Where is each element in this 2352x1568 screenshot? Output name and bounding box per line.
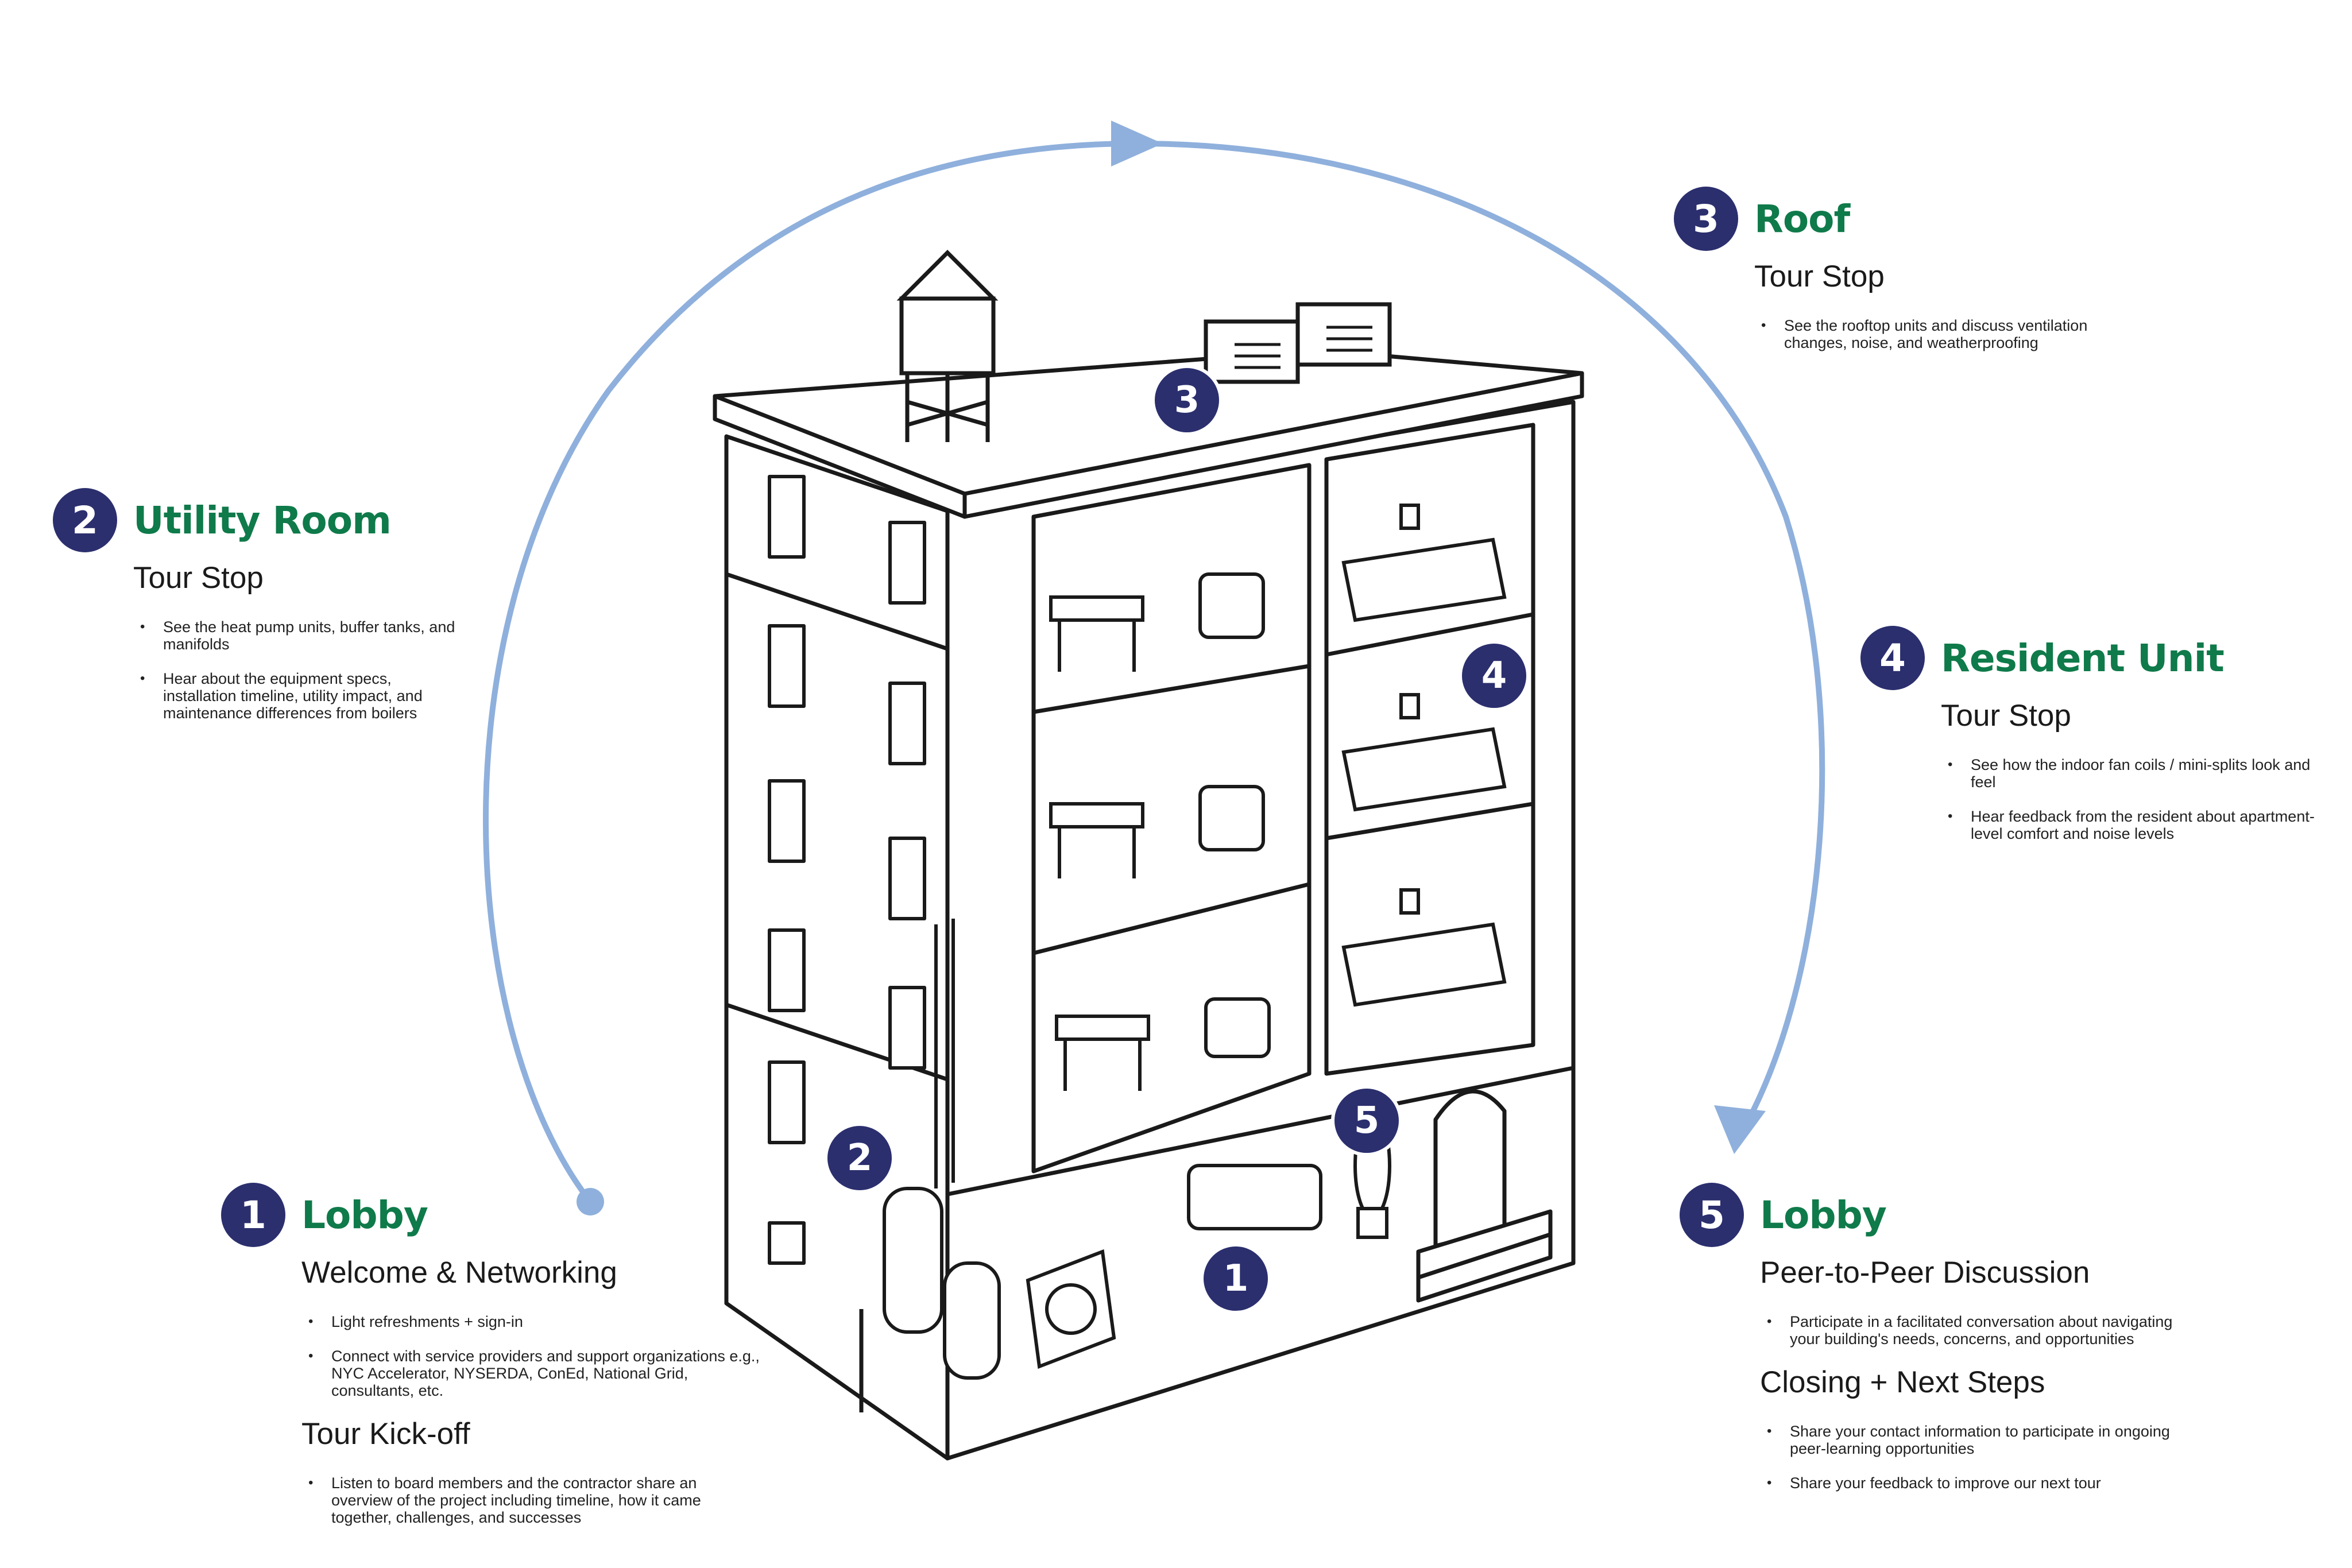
stop-title: Lobby	[301, 1193, 428, 1237]
stop-title: Resident Unit	[1941, 636, 2225, 680]
stop-title: Lobby	[1760, 1193, 1887, 1237]
tour-path-arrow	[483, 141, 1825, 1205]
stop-utility-room: 2 Utility Room Tour Stop See the heat pu…	[53, 488, 466, 739]
stop-bullets: See the rooftop units and discuss ventil…	[1754, 317, 2145, 351]
stop-header: 5 Lobby	[1680, 1183, 2196, 1247]
bed-icon	[1341, 693, 1507, 812]
map-marker-lobby-end[interactable]: 5	[1331, 1085, 1402, 1156]
stop-bullets: See the heat pump units, buffer tanks, a…	[133, 618, 466, 722]
bullet-item: See the heat pump units, buffer tanks, a…	[133, 618, 466, 653]
stop-subtitle: Peer-to-Peer Discussion	[1760, 1256, 2090, 1290]
stop-header: 4 Resident Unit	[1860, 626, 2331, 690]
dining-table-icon	[1055, 1015, 1150, 1091]
stop-bullets-secondary: Listen to board members and the contract…	[301, 1474, 761, 1526]
stop-bullets: See how the indoor fan coils / mini-spli…	[1941, 756, 2331, 842]
armchair-icon	[1198, 785, 1265, 851]
bullet-item: Listen to board members and the contract…	[301, 1474, 761, 1526]
stop-header: 3 Roof	[1674, 187, 2145, 251]
heat-pump-unit-icon	[1026, 1249, 1116, 1369]
stop-number-badge: 4	[1860, 626, 1925, 690]
map-marker-lobby-start[interactable]: 1	[1200, 1243, 1271, 1314]
riser-pipe	[934, 919, 955, 1188]
armchair-icon	[1198, 572, 1265, 639]
stop-subtitle: Tour Stop	[133, 561, 264, 595]
buffer-tank-icon	[943, 1261, 1001, 1380]
stop-title: Roof	[1754, 196, 1850, 241]
bullet-item: Hear about the equipment specs, installa…	[133, 670, 466, 722]
stop-subtitle: Tour Stop	[1754, 260, 1885, 293]
bullet-item: Share your contact information to partic…	[1760, 1423, 2196, 1457]
bullet-item: See the rooftop units and discuss ventil…	[1754, 317, 2145, 351]
stop-header: 1 Lobby	[221, 1183, 761, 1247]
dining-table-icon	[1049, 802, 1144, 878]
stop-bullets: Light refreshments + sign-in Connect wit…	[301, 1313, 761, 1399]
stop-number-badge: 1	[221, 1183, 285, 1247]
bullet-item: Connect with service providers and suppo…	[301, 1348, 761, 1399]
stop-number-badge: 3	[1674, 187, 1738, 251]
tour-path-start-dot	[577, 1188, 604, 1215]
stop-subtitle-secondary: Tour Kick-off	[301, 1417, 470, 1451]
bed-icon	[1341, 888, 1507, 1007]
stop-subtitle-secondary: Closing + Next Steps	[1760, 1365, 2045, 1399]
bed-icon	[1341, 504, 1507, 622]
stop-lobby-end: 5 Lobby Peer-to-Peer Discussion Particip…	[1680, 1183, 2196, 1509]
stop-resident-unit: 4 Resident Unit Tour Stop See how the in…	[1860, 626, 2331, 860]
sofa-icon	[1187, 1164, 1322, 1230]
map-marker-utility-room[interactable]: 2	[824, 1122, 895, 1194]
stop-subtitle: Welcome & Networking	[301, 1256, 617, 1290]
tour-path-arrowhead-bottom	[1714, 1105, 1766, 1154]
bullet-item: Hear feedback from the resident about ap…	[1941, 808, 2331, 842]
front-door-icon	[1416, 1089, 1553, 1303]
rooftop-hvac-unit-icon	[1204, 319, 1300, 384]
armchair-icon	[1204, 997, 1271, 1058]
map-marker-resident-unit[interactable]: 4	[1459, 640, 1530, 711]
rooftop-hvac-unit-icon	[1295, 302, 1392, 367]
stop-bullets: Participate in a facilitated conversatio…	[1760, 1313, 2196, 1348]
bullet-item: Participate in a facilitated conversatio…	[1760, 1313, 2196, 1348]
stop-number-badge: 5	[1680, 1183, 1744, 1247]
tour-path-arrowhead-top	[1111, 121, 1163, 167]
stop-header: 2 Utility Room	[53, 488, 466, 552]
bullet-item: See how the indoor fan coils / mini-spli…	[1941, 756, 2331, 791]
dining-table-icon	[1049, 595, 1144, 672]
bullet-item: Light refreshments + sign-in	[301, 1313, 761, 1330]
map-marker-roof[interactable]: 3	[1151, 365, 1223, 436]
stop-title: Utility Room	[133, 498, 392, 543]
stop-bullets-secondary: Share your contact information to partic…	[1760, 1423, 2196, 1492]
stop-subtitle: Tour Stop	[1941, 699, 2071, 733]
water-tower-icon	[896, 250, 999, 442]
bullet-item: Share your feedback to improve our next …	[1760, 1474, 2196, 1492]
stop-roof: 3 Roof Tour Stop See the rooftop units a…	[1674, 187, 2145, 369]
stop-number-badge: 2	[53, 488, 117, 552]
buffer-tank-icon	[883, 1187, 943, 1334]
stop-lobby-start: 1 Lobby Welcome & Networking Light refre…	[221, 1183, 761, 1543]
apartment-building-illustration	[713, 348, 1584, 1461]
